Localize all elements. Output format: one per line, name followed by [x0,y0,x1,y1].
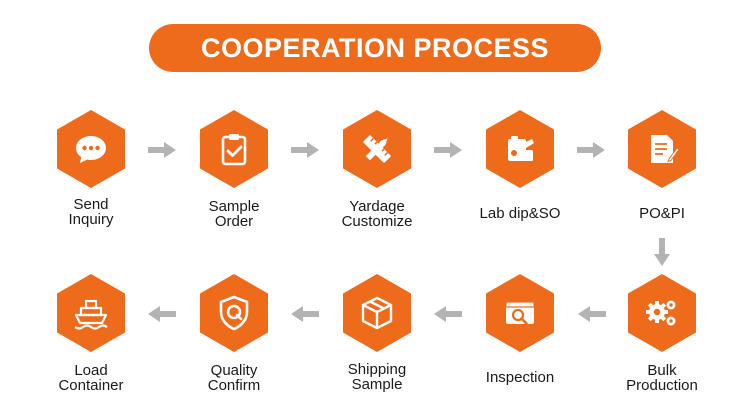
arrow-left-icon [578,306,606,322]
step-bulk-production-label: Bulk Production [592,363,732,393]
title-banner: COOPERATION PROCESS [149,24,601,72]
step-label-line: Production [626,377,698,394]
page-title: COOPERATION PROCESS [200,32,550,63]
step-label-line: Container [58,377,124,394]
step-label-line: Yardage [349,198,405,215]
step-inspection-hexagon [486,274,554,352]
step-po-pi-label: PO&PI [592,206,732,221]
step-label-line: Order [214,213,254,230]
arrow-left-icon [148,306,176,322]
gears-icon [646,300,676,326]
step-label-line: Inquiry [68,211,114,228]
step-label-line: Load [74,362,108,379]
step-label-line: Lab dip&SO [479,205,561,222]
step-yardage-customize-hexagon [343,110,411,188]
step-label-line: Customize [341,213,413,230]
arrow-right-icon [577,142,605,158]
step-load-container-hexagon [57,274,125,352]
step-label-line: Shipping [347,361,407,378]
step-send-inquiry-hexagon [57,110,125,188]
arrow-right-icon [148,142,176,158]
step-load-container-label: Load Container [21,363,161,393]
step-sample-order-label: Sample Order [164,199,304,229]
document-edit-icon [651,135,680,163]
magnifier-box-icon [505,301,535,325]
ship-icon [74,299,108,330]
step-shipping-sample-label: Shipping Sample [307,362,447,392]
step-label-line: Send [73,196,109,213]
step-label-line: Sample [351,376,403,393]
step-lab-dip-label: Lab dip&SO [450,206,590,221]
lab-dip-icon [508,136,534,161]
step-bulk-production-hexagon [628,274,696,352]
arrow-down-icon [654,238,670,266]
arrow-right-icon [291,142,319,158]
step-yardage-customize-label: Yardage Customize [307,199,447,229]
step-inspection-label: Inspection [450,370,590,385]
arrow-left-icon [434,306,462,322]
step-send-inquiry-label: Send Inquiry [21,197,161,227]
chat-bubble-icon [76,136,106,163]
step-label-line: Sample [208,198,260,215]
ruler-pencil-icon [363,135,391,163]
package-icon [361,296,393,330]
arrow-right-icon [434,142,462,158]
step-quality-confirm-hexagon [200,274,268,352]
step-label-line: Bulk [647,362,677,379]
step-label-line: Quality [210,362,258,379]
step-po-pi-hexagon [628,110,696,188]
clipboard-check-icon [221,134,247,166]
step-lab-dip-hexagon [486,110,554,188]
step-label-line: Inspection [485,369,555,386]
arrow-left-icon [291,306,319,322]
quality-shield-icon [219,295,249,331]
step-sample-order-hexagon [200,110,268,188]
step-quality-confirm-label: Quality Confirm [164,363,304,393]
step-shipping-sample-hexagon [343,274,411,352]
step-label-line: PO&PI [639,205,685,222]
step-label-line: Confirm [207,377,261,394]
